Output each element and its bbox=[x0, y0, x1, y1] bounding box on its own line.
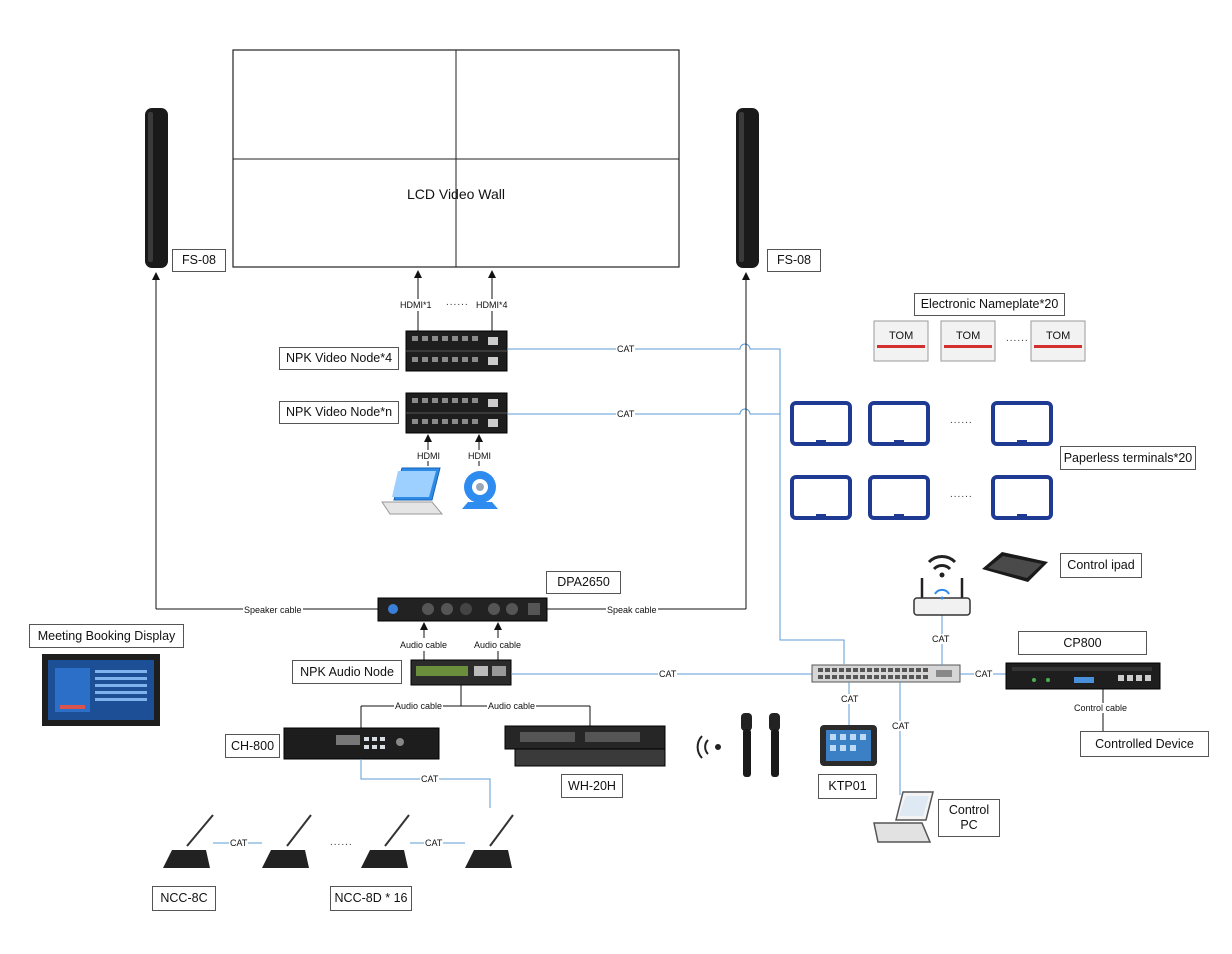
cat-label-cp800: CAT bbox=[974, 669, 994, 679]
speaker-right-icon bbox=[736, 108, 759, 268]
hdmi-out-4-label: HDMI*4 bbox=[475, 300, 509, 310]
nameplate-icons bbox=[873, 320, 1086, 362]
audio-cable-label-3: Audio cable bbox=[394, 701, 444, 711]
video-wall-title: LCD Video Wall bbox=[406, 186, 506, 202]
control-ipad-icon bbox=[982, 552, 1048, 582]
control-pc-label-line2: PC bbox=[960, 818, 978, 832]
conference-mic-chairman-icon bbox=[163, 814, 214, 868]
hdmi-in-2-label: HDMI bbox=[467, 451, 492, 461]
video-node-n-device bbox=[405, 392, 508, 434]
speaker-cable-label: Speaker cable bbox=[243, 605, 303, 615]
paperless-terminal-icons bbox=[790, 401, 1053, 520]
nameplate-label: Electronic Nameplate*20 bbox=[914, 293, 1065, 316]
conference-mic-delegate-1-icon bbox=[262, 814, 312, 868]
cat-label-ch800: CAT bbox=[420, 774, 440, 784]
speak-cable-label: Speak cable bbox=[606, 605, 658, 615]
control-cable-label: Control cable bbox=[1073, 703, 1129, 713]
ncc8d-label: NCC-8D * 16 bbox=[330, 886, 412, 911]
dpa2650-amplifier bbox=[377, 597, 548, 622]
video-node-4-device bbox=[405, 330, 508, 372]
ncc8c-label: NCC-8C bbox=[152, 886, 216, 911]
lcd-video-wall bbox=[232, 49, 680, 268]
cat-label-mic-1: CAT bbox=[229, 838, 249, 848]
cat-label-ktp: CAT bbox=[840, 694, 860, 704]
cat-label-pc: CAT bbox=[891, 721, 911, 731]
audio-cable-label-4: Audio cable bbox=[487, 701, 537, 711]
ktp01-label: KTP01 bbox=[818, 774, 877, 799]
conference-mic-delegate-2-icon bbox=[361, 814, 410, 868]
nameplate-name-1: TOM bbox=[889, 330, 914, 342]
wireless-signal-icon bbox=[696, 735, 721, 759]
audio-node-device bbox=[410, 659, 512, 686]
wh20h-receiver bbox=[504, 725, 666, 767]
wifi-router-icon bbox=[913, 555, 971, 616]
speaker-left-icon bbox=[145, 108, 168, 268]
cp800-device bbox=[1005, 662, 1161, 690]
control-pc-label: Control PC bbox=[938, 799, 1000, 837]
laptop-source-icon bbox=[381, 467, 444, 515]
cp800-label: CP800 bbox=[1018, 631, 1147, 655]
nameplate-ellipsis: ...... bbox=[1006, 333, 1029, 344]
hdmi-in-1-label: HDMI bbox=[416, 451, 441, 461]
video-node-4-label: NPK Video Node*4 bbox=[279, 347, 399, 370]
handheld-mic-icon bbox=[741, 713, 780, 777]
audio-cable-label-2: Audio cable bbox=[473, 640, 523, 650]
conference-mic-delegate-3-icon bbox=[465, 814, 514, 868]
terminal-ellipsis-2: ...... bbox=[950, 489, 973, 500]
control-pc-label-line1: Control bbox=[948, 803, 990, 817]
speaker-right-label: FS-08 bbox=[767, 249, 821, 272]
ch800-device bbox=[283, 727, 440, 760]
control-ipad-label: Control ipad bbox=[1060, 553, 1142, 578]
cat-label-mic-2: CAT bbox=[424, 838, 444, 848]
audio-cable-label-1: Audio cable bbox=[399, 640, 449, 650]
meeting-booking-display-icon bbox=[42, 654, 160, 726]
hdmi-ellipsis: ...... bbox=[446, 297, 469, 308]
controlled-device-label: Controlled Device bbox=[1080, 731, 1209, 757]
ch800-label: CH-800 bbox=[225, 734, 280, 758]
hdmi-out-1-label: HDMI*1 bbox=[399, 300, 433, 310]
paperless-label: Paperless terminals*20 bbox=[1060, 446, 1196, 470]
cat-label-videon: CAT bbox=[616, 409, 636, 419]
dpa2650-label: DPA2650 bbox=[546, 571, 621, 594]
cat-label-video4: CAT bbox=[616, 344, 636, 354]
ktp01-panel-icon bbox=[820, 725, 877, 766]
video-node-n-label: NPK Video Node*n bbox=[279, 401, 399, 424]
cat-label-router: CAT bbox=[931, 634, 951, 644]
meeting-display-label: Meeting Booking Display bbox=[29, 624, 184, 648]
cat-cable-blue-lines bbox=[507, 343, 845, 664]
wh20h-label: WH-20H bbox=[561, 774, 623, 798]
control-pc-laptop-icon bbox=[873, 791, 934, 843]
nameplate-name-2: TOM bbox=[956, 330, 981, 342]
network-switch-device bbox=[811, 664, 961, 683]
terminal-ellipsis-1: ...... bbox=[950, 415, 973, 426]
cat-label-audio-node: CAT bbox=[658, 669, 678, 679]
mic-ellipsis: ...... bbox=[330, 837, 353, 848]
webcam-icon bbox=[462, 471, 498, 509]
nameplate-name-3: TOM bbox=[1046, 330, 1071, 342]
speaker-left-label: FS-08 bbox=[172, 249, 226, 272]
audio-node-label: NPK Audio Node bbox=[292, 660, 402, 684]
